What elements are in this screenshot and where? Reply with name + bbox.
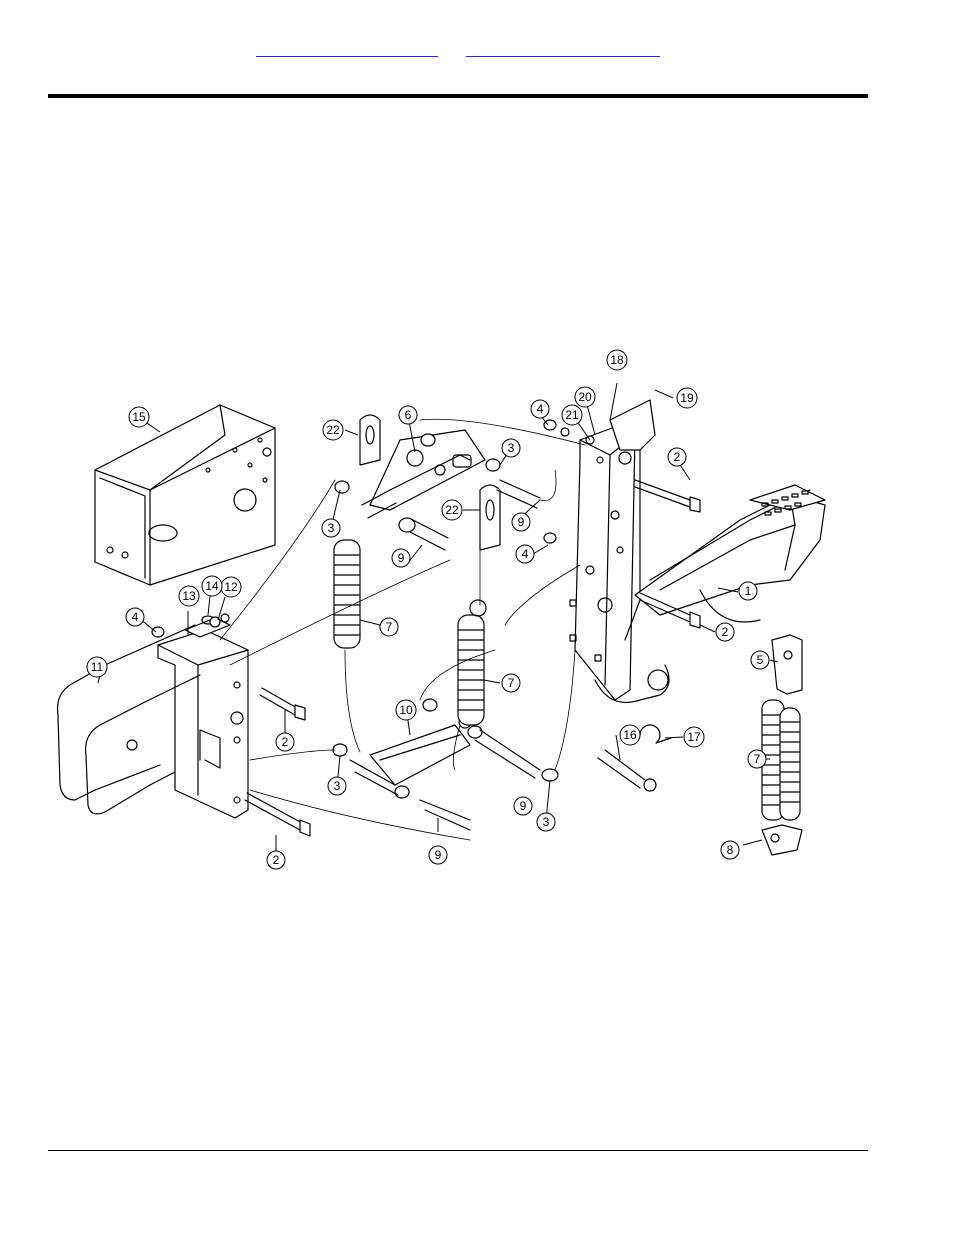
lower-arm bbox=[369, 715, 472, 786]
callout-2: 2 bbox=[667, 447, 687, 467]
svg-text:9: 9 bbox=[520, 799, 527, 813]
svg-text:9: 9 bbox=[518, 515, 525, 529]
svg-text:3: 3 bbox=[334, 779, 341, 793]
svg-text:20: 20 bbox=[578, 390, 592, 404]
callout-2: 2 bbox=[266, 850, 286, 870]
svg-text:8: 8 bbox=[727, 843, 734, 857]
svg-text:3: 3 bbox=[543, 815, 550, 829]
svg-text:3: 3 bbox=[508, 441, 515, 455]
callout-8: 8 bbox=[720, 840, 740, 860]
callout-11: 11 bbox=[86, 656, 108, 678]
callout-7: 7 bbox=[747, 749, 767, 769]
callout-7: 7 bbox=[501, 673, 521, 693]
svg-text:1: 1 bbox=[745, 584, 752, 598]
svg-text:14: 14 bbox=[205, 579, 219, 593]
callout-1: 1 bbox=[738, 581, 758, 601]
svg-text:4: 4 bbox=[132, 610, 139, 624]
callout-balloons: 1 2 2 2 2 3 3 3 3 4 4 4 5 6 7 7 7 8 9 9 … bbox=[86, 349, 770, 870]
svg-text:2: 2 bbox=[674, 450, 681, 464]
svg-text:2: 2 bbox=[722, 625, 729, 639]
svg-text:21: 21 bbox=[565, 408, 579, 422]
long-bolts bbox=[244, 479, 701, 837]
header-link-2[interactable] bbox=[466, 44, 660, 57]
callout-6: 6 bbox=[398, 405, 418, 425]
callout-9: 9 bbox=[428, 845, 448, 865]
svg-text:15: 15 bbox=[132, 410, 146, 424]
callout-12: 12 bbox=[220, 576, 242, 598]
callout-20: 20 bbox=[574, 386, 596, 408]
svg-text:11: 11 bbox=[91, 660, 104, 674]
svg-text:17: 17 bbox=[687, 730, 701, 744]
callout-10: 10 bbox=[395, 699, 417, 721]
callout-4: 4 bbox=[530, 399, 550, 419]
svg-text:22: 22 bbox=[326, 423, 340, 437]
top-rule bbox=[48, 94, 868, 98]
svg-text:7: 7 bbox=[754, 752, 761, 766]
svg-text:7: 7 bbox=[508, 676, 515, 690]
routing-lines bbox=[219, 418, 586, 841]
svg-text:10: 10 bbox=[399, 703, 413, 717]
callout-13: 13 bbox=[178, 585, 200, 607]
callout-21: 21 bbox=[561, 404, 583, 426]
callout-16: 16 bbox=[619, 724, 641, 746]
callout-15: 15 bbox=[128, 406, 150, 428]
mounting-frame bbox=[94, 404, 276, 586]
callout-19: 19 bbox=[676, 387, 698, 409]
callout-3: 3 bbox=[327, 776, 347, 796]
left-bracket bbox=[157, 615, 249, 819]
svg-text:9: 9 bbox=[435, 848, 442, 862]
svg-text:16: 16 bbox=[623, 728, 637, 742]
svg-text:7: 7 bbox=[386, 620, 393, 634]
callout-17: 17 bbox=[683, 726, 705, 748]
callout-5: 5 bbox=[750, 650, 770, 670]
svg-text:9: 9 bbox=[398, 551, 405, 565]
svg-text:22: 22 bbox=[445, 503, 459, 517]
callout-9: 9 bbox=[513, 796, 533, 816]
callout-9: 9 bbox=[511, 512, 531, 532]
u-bolts bbox=[56, 624, 201, 815]
callout-9: 9 bbox=[391, 548, 411, 568]
upper-arm bbox=[369, 429, 486, 511]
svg-text:5: 5 bbox=[757, 653, 764, 667]
svg-text:12: 12 bbox=[224, 580, 238, 594]
svg-text:4: 4 bbox=[522, 547, 529, 561]
svg-text:18: 18 bbox=[610, 353, 624, 367]
callout-22: 22 bbox=[322, 419, 344, 441]
parts-exploded-diagram: 1 2 2 2 2 3 3 3 3 4 4 4 5 6 7 7 7 8 9 9 … bbox=[56, 349, 826, 870]
svg-text:2: 2 bbox=[273, 853, 280, 867]
callout-22: 22 bbox=[441, 499, 463, 521]
bottom-rule bbox=[48, 1150, 868, 1151]
callout-3: 3 bbox=[501, 438, 521, 458]
svg-text:3: 3 bbox=[328, 521, 335, 535]
callout-2: 2 bbox=[715, 622, 735, 642]
callout-14: 14 bbox=[201, 575, 223, 597]
svg-text:6: 6 bbox=[405, 408, 412, 422]
main-bar bbox=[569, 399, 826, 704]
callout-4: 4 bbox=[125, 607, 145, 627]
callout-18: 18 bbox=[606, 349, 628, 371]
callout-7: 7 bbox=[379, 617, 399, 637]
callout-3: 3 bbox=[321, 518, 341, 538]
svg-text:19: 19 bbox=[680, 391, 694, 405]
header-link-1[interactable] bbox=[256, 44, 438, 57]
callout-3: 3 bbox=[536, 812, 556, 832]
small-brackets bbox=[359, 414, 803, 856]
callout-2: 2 bbox=[275, 732, 295, 752]
svg-text:2: 2 bbox=[282, 735, 289, 749]
svg-text:4: 4 bbox=[537, 402, 544, 416]
callout-4: 4 bbox=[515, 544, 535, 564]
svg-text:13: 13 bbox=[182, 589, 196, 603]
